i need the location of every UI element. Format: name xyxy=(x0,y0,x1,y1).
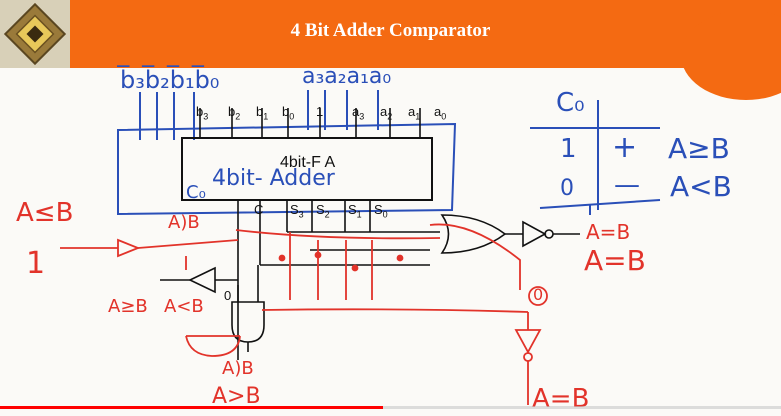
hand-a-gt-b-left: A≥B xyxy=(108,296,148,317)
pin-a1: a1 xyxy=(408,104,421,122)
pin-b1: b1 xyxy=(256,104,269,122)
hand-a-gt-b-top: A)B xyxy=(168,212,200,233)
pin-b2: b2 xyxy=(228,104,241,122)
table-row1-result: A≥B xyxy=(668,132,730,165)
table-row1-sign: + xyxy=(612,130,638,165)
hand-a-eq-b-big: A=B xyxy=(584,244,646,277)
pin-b0: b0 xyxy=(282,104,295,122)
hand-a-less-b: A≤B xyxy=(16,198,74,228)
pin-one: 1 xyxy=(316,104,324,119)
video-progress-fill xyxy=(0,406,383,409)
hand-a-gt-b-bottom: A)B xyxy=(222,358,254,379)
table-row1-c: 1 xyxy=(560,134,577,164)
pin-s0: S0 xyxy=(374,202,388,220)
video-progress-bar[interactable] xyxy=(0,406,781,409)
hand-adder-note: 4bit- Adder xyxy=(212,166,335,191)
adder-chip-label: 4bit-F A xyxy=(280,154,336,171)
pin-c: C xyxy=(254,202,264,217)
pin-a2: a2 xyxy=(380,104,393,122)
hand-a-eq-b-bottom: A=B xyxy=(532,384,590,414)
chip-logo xyxy=(0,0,70,68)
table-row2-c: 0 xyxy=(560,176,574,201)
hand-a-gt-b-bottom2: A>B xyxy=(212,384,261,409)
corner-decoration xyxy=(681,10,781,100)
hand-a-inputs: a₃a₂a₁a₀ xyxy=(302,64,392,89)
title-banner xyxy=(0,0,781,68)
hand-one: 1 xyxy=(26,246,46,281)
pin-s2: S2 xyxy=(316,202,330,220)
pin-a0: a0 xyxy=(434,104,447,122)
table-row2-sign: — xyxy=(614,170,640,200)
hand-a-lt-b-left: A<B xyxy=(164,296,204,317)
hand-b-inputs: b̅₃b̅₂b̅₁b̅₀ xyxy=(120,66,220,94)
table-row2-result: A<B xyxy=(670,170,732,203)
table-header-co: C₀ xyxy=(556,88,585,118)
hand-co-label: C₀ xyxy=(186,182,206,203)
pin-s1: S1 xyxy=(348,202,362,220)
pin-s3: S3 xyxy=(290,202,304,220)
hand-zero-left: 0 xyxy=(224,288,232,303)
pin-b3: b3 xyxy=(196,104,209,122)
hand-a-eq-b-right: A=B xyxy=(586,220,631,244)
hand-zero-circle: 0 xyxy=(533,285,544,304)
page-title: 4 Bit Adder Comparator xyxy=(290,20,491,41)
pin-a3: a3 xyxy=(352,104,365,122)
